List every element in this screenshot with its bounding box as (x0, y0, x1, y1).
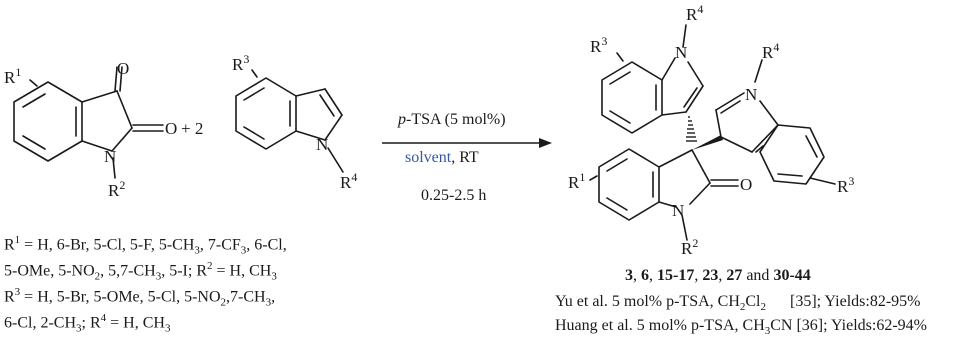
substituents-line-4: 6-Cl, 2-CH3; R4 = H, CH3 (4, 312, 171, 335)
plus-two: + 2 (181, 119, 203, 138)
isatin-structure (13, 66, 164, 179)
isatin-o-top: O (117, 59, 129, 78)
reference-huang: Huang et al. 5 mol% p-TSA, CH3CN [36]; Y… (555, 317, 927, 338)
time-label: 0.25-2.5 h (421, 187, 487, 204)
indole-structure (235, 69, 344, 173)
solvent-temp-label: solvent, RT (405, 149, 479, 166)
product-n-upper: N (675, 43, 687, 62)
r4-label-reactant: R4 (340, 170, 357, 192)
product-n-oxindole: N (672, 201, 684, 220)
r3-label-reactant: R3 (232, 52, 249, 74)
substituents-line-2: 5-OMe, 5-NO2, 5,7-CH3, 5-I; R2 = H, CH3 (4, 260, 277, 283)
r3-label-upper: R3 (590, 34, 607, 56)
r3-label-right: R3 (837, 174, 854, 196)
product-n-right: N (745, 85, 757, 104)
indole-n: N (316, 135, 328, 154)
reference-yu: Yu et al. 5 mol% p-TSA, CH2Cl2 [35]; Yie… (555, 293, 921, 314)
catalyst-label: p-TSA (5 mol%) (398, 111, 506, 128)
solvent-word: solvent (405, 149, 452, 166)
r4-label-upper: R4 (686, 2, 703, 24)
r1-label: R1 (4, 65, 21, 87)
isatin-n: N (104, 147, 116, 166)
product-o: O (740, 175, 752, 194)
r1-label-product: R1 (568, 170, 585, 192)
r4-label-right: R4 (762, 40, 779, 62)
reaction-arrow (382, 138, 552, 148)
product-numbers: 3, 6, 15-17, 23, 27 and 30-44 (625, 267, 811, 284)
r2-label: R2 (108, 178, 125, 200)
substituents-line-1: R1 = H, 6-Br, 5-Cl, 5-F, 5-CH3, 7-CF3, 6… (4, 234, 287, 257)
r2-label-product: R2 (681, 236, 698, 258)
substituents-line-3: R3 = H, 5-Br, 5-OMe, 5-Cl, 5-NO2,7-CH3, (4, 286, 276, 309)
product-structure (589, 24, 836, 241)
isatin-o-right: O (165, 119, 177, 138)
